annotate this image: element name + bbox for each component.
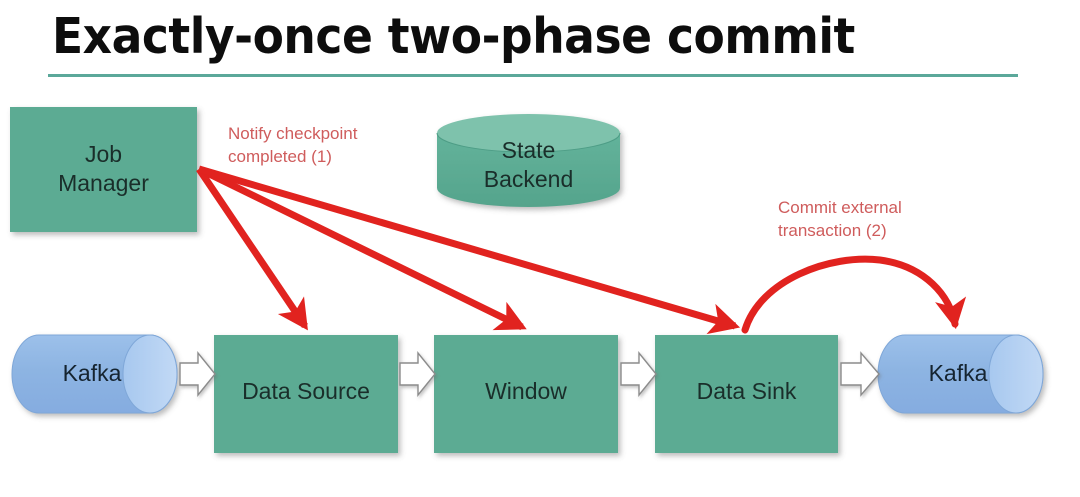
red-arrow-jm-to-window bbox=[197, 165, 527, 331]
flow-arrow-window-to-data-sink bbox=[620, 351, 657, 397]
flow-arrow-data-sink-to-kafka-right bbox=[840, 351, 880, 397]
node-kafka-left bbox=[11, 334, 178, 414]
red-arrow-data-sink-to-kafka-right bbox=[741, 255, 967, 334]
flow-arrow-data-source-to-window bbox=[399, 351, 436, 397]
annotation-notify-checkpoint: Notify checkpoint completed (1) bbox=[228, 124, 358, 166]
title-divider bbox=[48, 74, 1018, 77]
red-arrow-jm-to-data-sink bbox=[198, 165, 741, 335]
red-arrow-jm-to-data-source bbox=[196, 167, 308, 331]
node-job-manager bbox=[10, 107, 197, 232]
flow-arrow-kafka-left-to-data-source bbox=[179, 351, 216, 397]
node-data-source bbox=[214, 335, 398, 453]
node-kafka-right bbox=[877, 334, 1044, 414]
node-state-backend bbox=[436, 114, 621, 207]
node-data-sink bbox=[655, 335, 838, 453]
annotation-commit-external: Commit external transaction (2) bbox=[778, 198, 902, 240]
node-window bbox=[434, 335, 618, 453]
page-title: Exactly-once two-phase commit bbox=[52, 8, 855, 65]
